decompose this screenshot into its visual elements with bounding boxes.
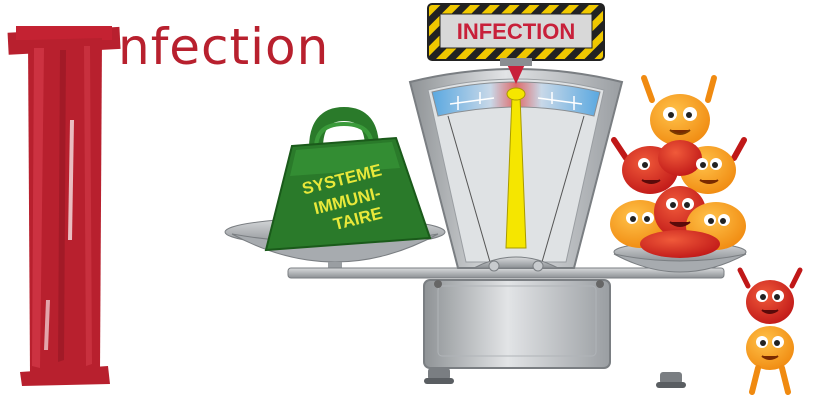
title-rest: nfection (118, 18, 329, 76)
microbe-orange-top (644, 78, 714, 146)
title: nfection (118, 22, 329, 72)
microbe-stack-corner (740, 270, 800, 392)
infection-sign: INFECTION (428, 4, 604, 66)
microbe-red-middle (614, 140, 744, 194)
scale-base (424, 280, 686, 388)
immune-system-weight: SYSTEME IMMUNI- TAIRE (266, 114, 430, 250)
title-initial-brush-letter (8, 26, 121, 386)
sign-label: INFECTION (457, 19, 576, 44)
microbe-pile (610, 78, 746, 258)
scale-body (410, 62, 622, 271)
